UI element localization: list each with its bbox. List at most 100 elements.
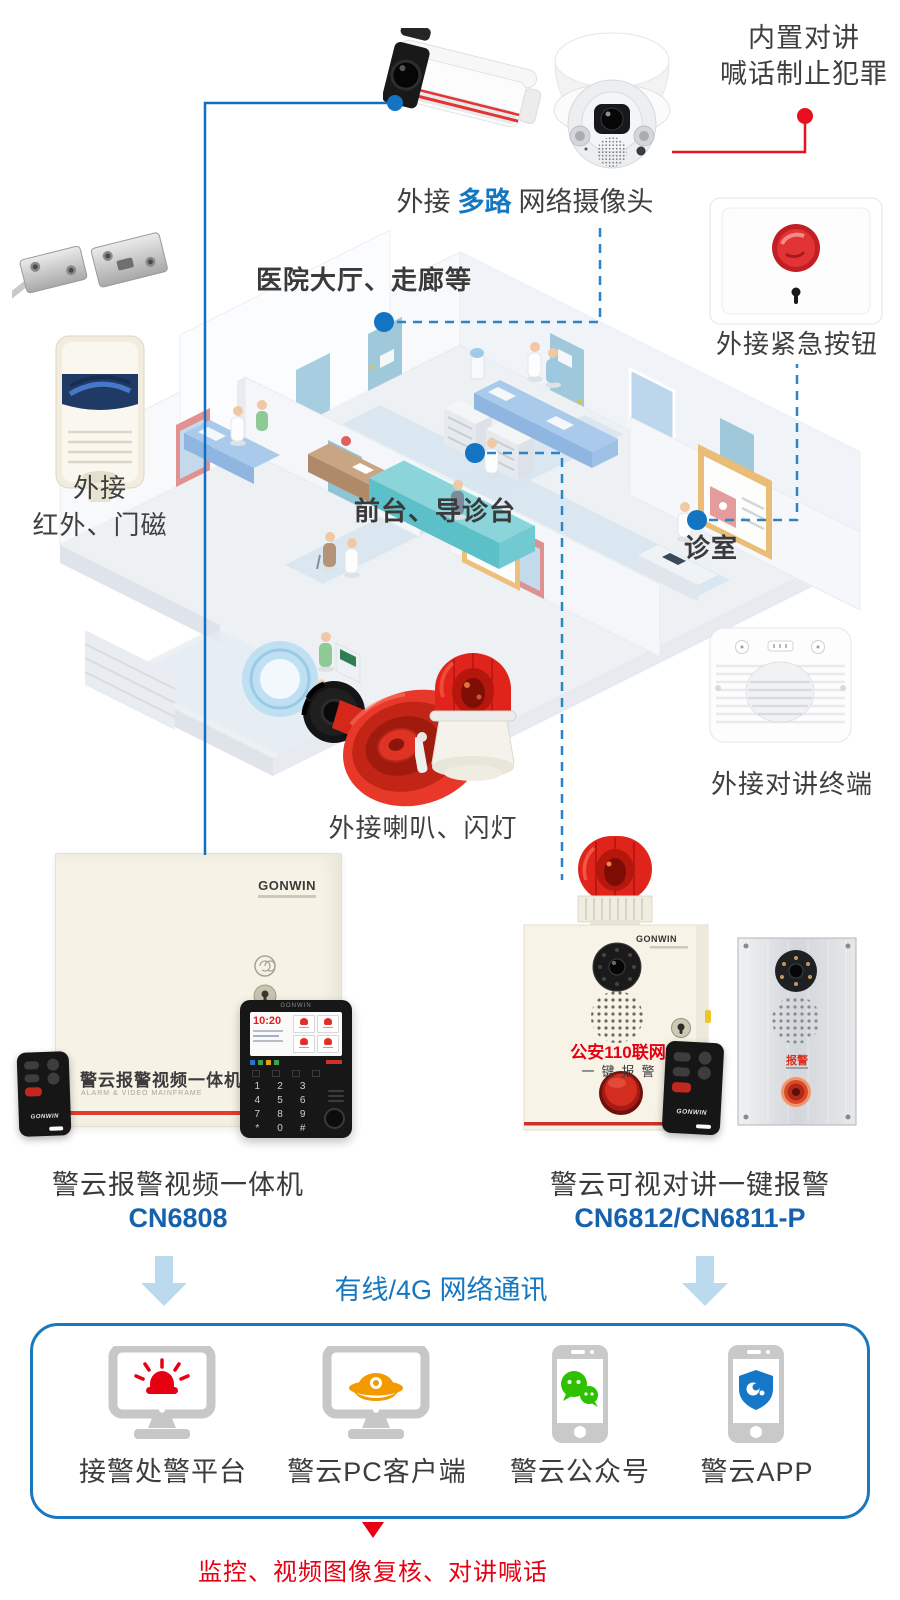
sensor-label-line1: 外接 [72, 473, 127, 503]
door-magnet-sensor [12, 232, 168, 303]
cabinet-title: 警云报警视频一体机 [80, 1071, 242, 1090]
sensor-label-line2: 红外、门磁 [32, 510, 168, 540]
camera-label-prefix: 外接 [396, 187, 451, 217]
remote-button [24, 1074, 40, 1083]
police-cap-icon [349, 1373, 403, 1401]
bullet-camera [383, 28, 542, 128]
emergency-button-label: 外接紧急按钮 [715, 329, 878, 359]
bell-icon [300, 1018, 308, 1025]
intercom-label: 外接对讲终端 [710, 769, 873, 799]
down-triangle-icon [362, 1522, 384, 1538]
brand-logo: GONWIN [676, 1108, 708, 1117]
footer-caption: 监控、视频图像复核、对讲喊话 [198, 1559, 548, 1586]
remote-button [672, 1066, 691, 1077]
bell-icon [324, 1038, 332, 1045]
remote-button [698, 1051, 712, 1065]
camera-lens [788, 963, 804, 979]
phone-wechat-icon [552, 1345, 608, 1443]
brand-logo: GONWIN [30, 1113, 60, 1121]
builtin-intercom-note: 内置对讲 喊话制止犯罪 [714, 20, 894, 92]
keypad-key: 2 [277, 1081, 283, 1092]
platform-label: 警云APP [700, 1457, 814, 1487]
remote-button [673, 1051, 691, 1062]
remote-button [46, 1058, 60, 1071]
note-dot [797, 108, 813, 124]
keypad-key: * [255, 1123, 260, 1134]
camera-lens [608, 958, 626, 976]
horn-strobe-label: 外接喇叭、闪灯 [328, 813, 518, 843]
onekey-alarm-label: 一键报警 [581, 1064, 662, 1079]
bell-icon [300, 1038, 308, 1045]
pir-motion-sensor [55, 335, 145, 502]
clinic-label: 诊室 [684, 533, 739, 563]
remote-button [23, 1061, 40, 1070]
shield-icon [739, 1370, 773, 1410]
camera-bracket [400, 28, 431, 41]
down-arrow-icon [141, 1256, 187, 1306]
hall-label: 医院大厅、走廊等 [256, 265, 473, 295]
monitor-police-icon [322, 1346, 430, 1439]
onekey-model: CN6812/CN6811-P [574, 1203, 806, 1233]
note-line-2: 喊话制止犯罪 [720, 59, 888, 89]
camera-label-highlight: 多路 [457, 187, 512, 217]
screen-alarm-tile [317, 1015, 339, 1033]
brand-underline [258, 895, 316, 898]
platform-label: 警云公众号 [510, 1457, 650, 1487]
keypad-key: 0 [277, 1123, 283, 1134]
remote-sos-button [671, 1081, 692, 1093]
water-cooler [470, 348, 485, 380]
keypad-key: 5 [277, 1095, 283, 1106]
camera-label: 外接多路网络摄像头 [375, 180, 675, 219]
note-line-1: 内置对讲 [748, 23, 860, 53]
keypad-key: 7 [254, 1109, 261, 1120]
onekey-alarm-unit: GONWIN 公安110联网 一键报警 报警 [520, 830, 865, 1135]
screen-time: 10:20 [253, 1015, 282, 1027]
hospital-bed [532, 409, 618, 468]
speaker-grille [591, 991, 643, 1043]
camera-lens [600, 107, 624, 131]
side-button [705, 1010, 711, 1023]
phone-shield-icon [728, 1345, 784, 1443]
panel-speaker [772, 996, 820, 1044]
screen-alarm-tile [293, 1015, 315, 1033]
down-arrow-icon [682, 1256, 728, 1306]
platform-label: 警云PC客户端 [287, 1457, 467, 1487]
keypad-key: 1 [254, 1081, 261, 1092]
remote-control: GONWIN [661, 1040, 725, 1136]
strobe-light [415, 653, 517, 781]
intercom-terminal [709, 627, 852, 743]
speaker-grille [597, 137, 627, 167]
keypad-function-row [252, 1070, 320, 1077]
remote-sos-button [24, 1087, 43, 1097]
stairs [84, 630, 176, 730]
alarm-video-mainframe-cabinet: GONWIN 警云报警视频一体机 ALARM & VIDEO MAINFRAME [55, 853, 342, 1127]
keypad-key: 6 [299, 1095, 306, 1106]
keypad-call-button [324, 1108, 345, 1129]
keypad-key: 4 [254, 1095, 261, 1106]
cabinet-red-stripe [56, 1111, 341, 1115]
keypad-key: 8 [277, 1109, 283, 1120]
police-network-label: 公安110联网 [570, 1043, 666, 1062]
siren-icon [134, 1358, 190, 1394]
sensor-label: 外接 红外、门磁 [10, 470, 190, 544]
monitor-alarm-icon [108, 1346, 216, 1439]
brand-logo: GONWIN [280, 1003, 312, 1009]
keypad-key: 3 [299, 1081, 306, 1092]
reception-label: 前台、导诊台 [354, 496, 517, 526]
clinic-desk [638, 545, 718, 601]
screen-alarm-tile [293, 1035, 315, 1053]
keypad-key: # [299, 1123, 306, 1134]
cabinet-subtitle: ALARM & VIDEO MAINFRAME [81, 1090, 203, 1097]
remote-button [47, 1072, 60, 1085]
stainless-intercom-panel [737, 937, 857, 1126]
mainframe-model: CN6808 [128, 1203, 228, 1233]
remote-button [697, 1066, 712, 1080]
panel-alarm-label: 报警 [786, 1055, 808, 1067]
emergency-button-device [709, 197, 883, 325]
network-label: 有线/4G 网络通讯 [334, 1275, 548, 1305]
onekey-alarm-illustration [523, 836, 857, 1131]
keypad-status-bar [250, 1059, 342, 1065]
screen-alarm-tile [317, 1035, 339, 1053]
